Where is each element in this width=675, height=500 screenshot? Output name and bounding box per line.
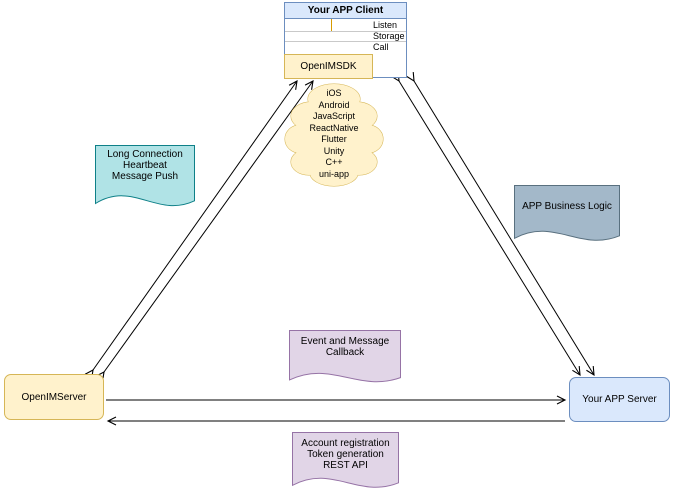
callout-line: Token generation [307,449,384,460]
callout-line: Long Connection [107,149,183,160]
platform-android: Android [318,99,350,110]
connector-openimserver-client-1 [84,79,298,379]
platform-uniapp: uni-app [318,168,350,179]
platform-javascript: JavaScript [312,111,356,121]
client-title: Your APP Client [285,3,406,19]
callout-app-business-logic: APP Business Logic [514,185,620,247]
platform-flutter: Flutter [321,134,347,144]
callout-line: REST API [323,460,368,471]
client-port-storage: Storage [373,31,405,41]
your-app-server-node: Your APP Server [569,377,670,422]
callout-line: Account registration [301,438,390,449]
client-column-divider [331,19,332,31]
platform-cpp: C++ [325,157,343,167]
client-port-listen: Listen [373,20,398,30]
connector-openimserver-client-2 [95,80,314,381]
callout-event-callback: Event and Message Callback [289,330,401,388]
callout-long-connection: Long Connection Heartbeat Message Push [95,145,195,213]
your-app-client-box: Your APP Client Listen Storage Call Open… [284,2,407,79]
client-port-call: Call [373,42,389,52]
callout-line: Event and Message [300,336,390,347]
callout-rest-api: Account registration Token generation RE… [292,432,399,494]
connector-appserver-client-2 [406,72,595,377]
client-row-divider [285,41,406,42]
openimserver-node: OpenIMServer [4,374,104,420]
platform-ios: iOS [326,88,342,98]
callout-line: Callback [325,347,365,358]
platform-unity: Unity [323,145,345,156]
client-body: Listen Storage Call [285,19,406,77]
callout-line: Message Push [111,171,179,182]
platform-reactnative: ReactNative [309,122,359,133]
client-row-divider [285,31,406,32]
callout-line: APP Business Logic [522,201,612,212]
openimsdk-box: OpenIMSDK [284,54,373,79]
callout-line: Heartbeat [123,160,167,171]
platform-list: iOS Android JavaScript ReactNative Flutt… [284,88,384,180]
